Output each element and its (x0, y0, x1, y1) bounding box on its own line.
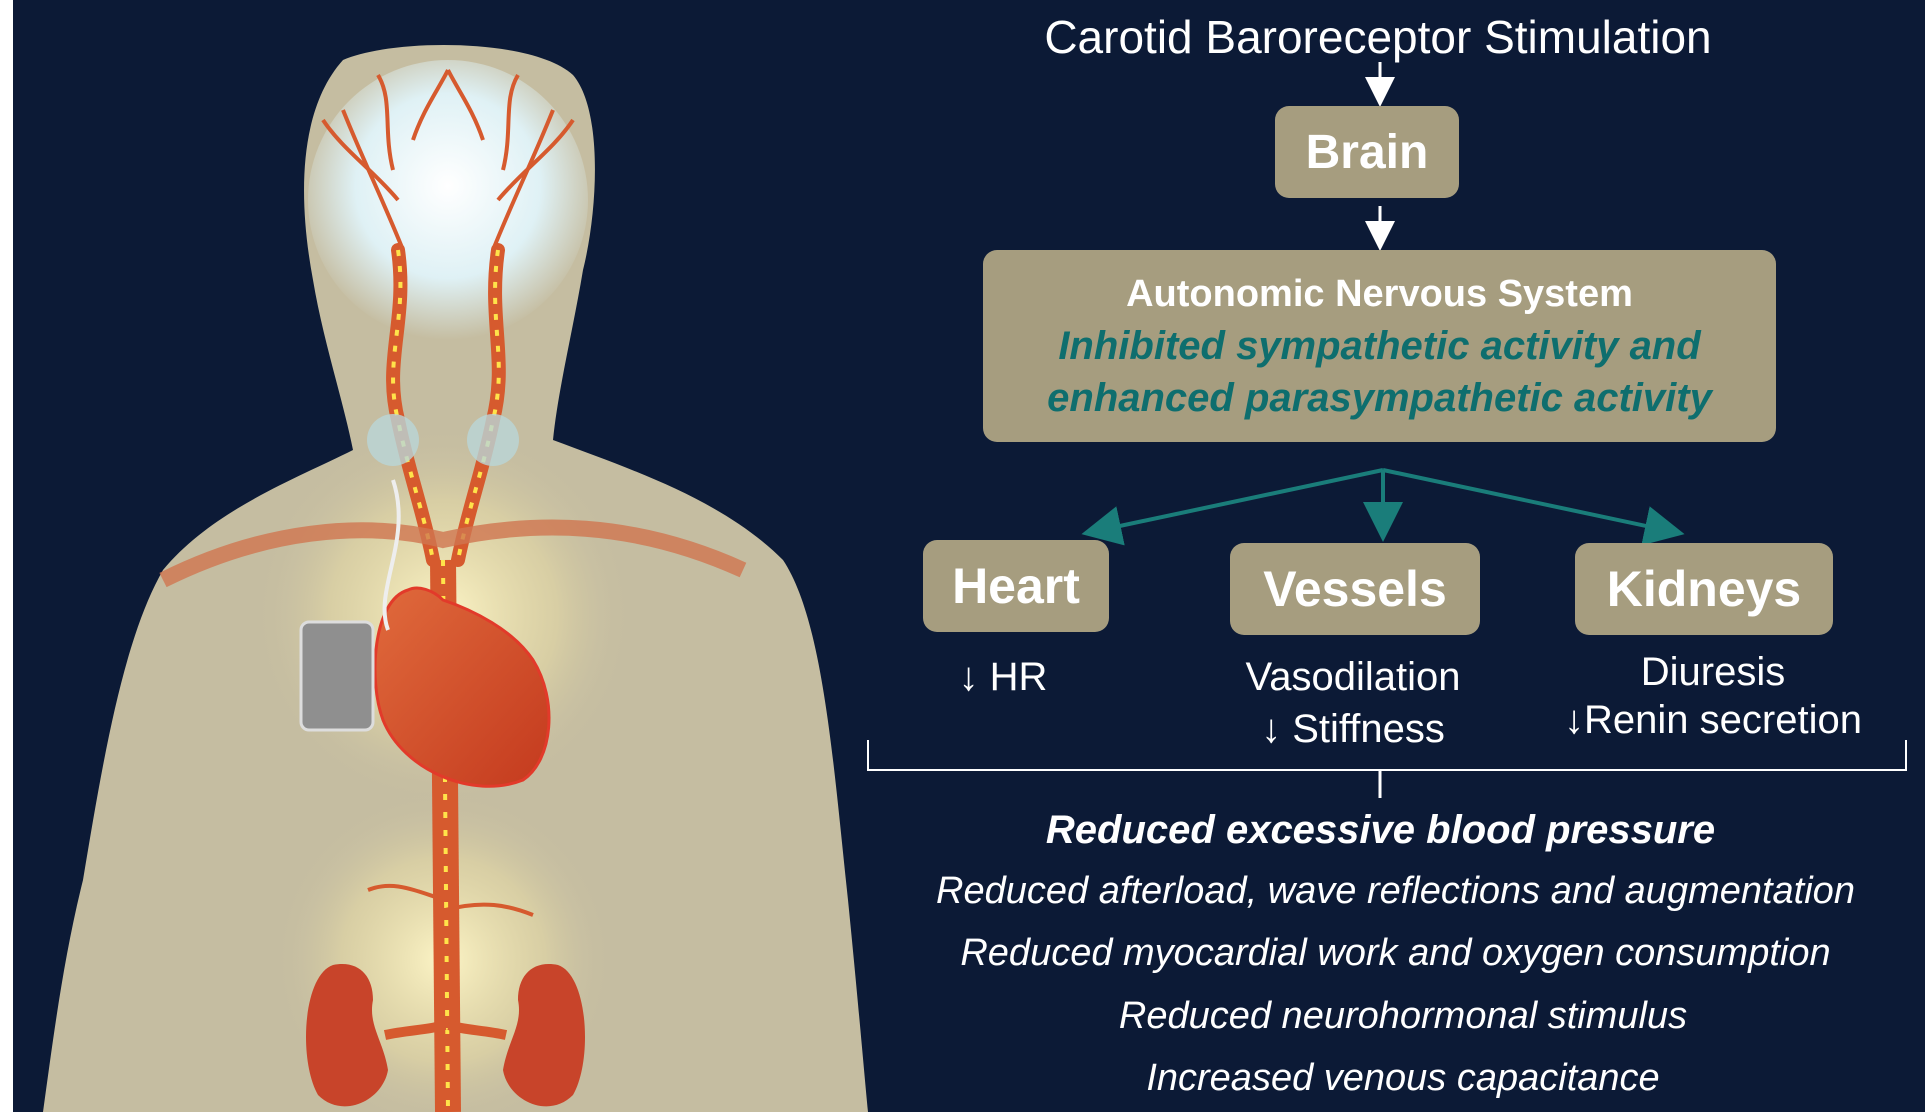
arrows-ans-to-organs (1101, 470, 1665, 530)
kidneys-effect-renin: ↓Renin secretion (1543, 698, 1883, 743)
vessels-effect-stiffness: ↓ Stiffness (1203, 707, 1503, 752)
brain-label: Brain (1306, 125, 1429, 180)
kidneys-label: Kidneys (1607, 560, 1802, 618)
outcome-item: Reduced afterload, wave reflections and … (873, 870, 1918, 913)
diagram-title: Carotid Baroreceptor Stimulation (1003, 10, 1753, 64)
heart-box: Heart (923, 540, 1109, 632)
ans-effect-line-2: enhanced parasympathetic activity (1047, 372, 1712, 424)
outcome-main: Reduced excessive blood pressure (933, 808, 1828, 853)
ans-title: Autonomic Nervous System (1126, 268, 1633, 320)
outcome-item: Increased venous capacitance (1013, 1057, 1793, 1100)
diagram-panel: Carotid Baroreceptor Stimulation Brain A… (13, 0, 1925, 1112)
vessels-box: Vessels (1230, 543, 1480, 635)
kidneys-effect-diuresis: Diuresis (1553, 650, 1873, 695)
outcome-item: Reduced myocardial work and oxygen consu… (893, 932, 1898, 975)
vessels-effect-vasodilation: Vasodilation (1203, 655, 1503, 700)
ans-effect-line-1: Inhibited sympathetic activity and (1058, 320, 1700, 372)
heart-effect-hr: ↓ HR (913, 655, 1093, 700)
outcome-item: Reduced neurohormonal stimulus (1003, 995, 1803, 1038)
brain-box: Brain (1275, 106, 1459, 198)
heart-label: Heart (952, 557, 1080, 615)
kidneys-box: Kidneys (1575, 543, 1833, 635)
vessels-label: Vessels (1263, 560, 1447, 618)
ans-box: Autonomic Nervous System Inhibited sympa… (983, 250, 1776, 442)
